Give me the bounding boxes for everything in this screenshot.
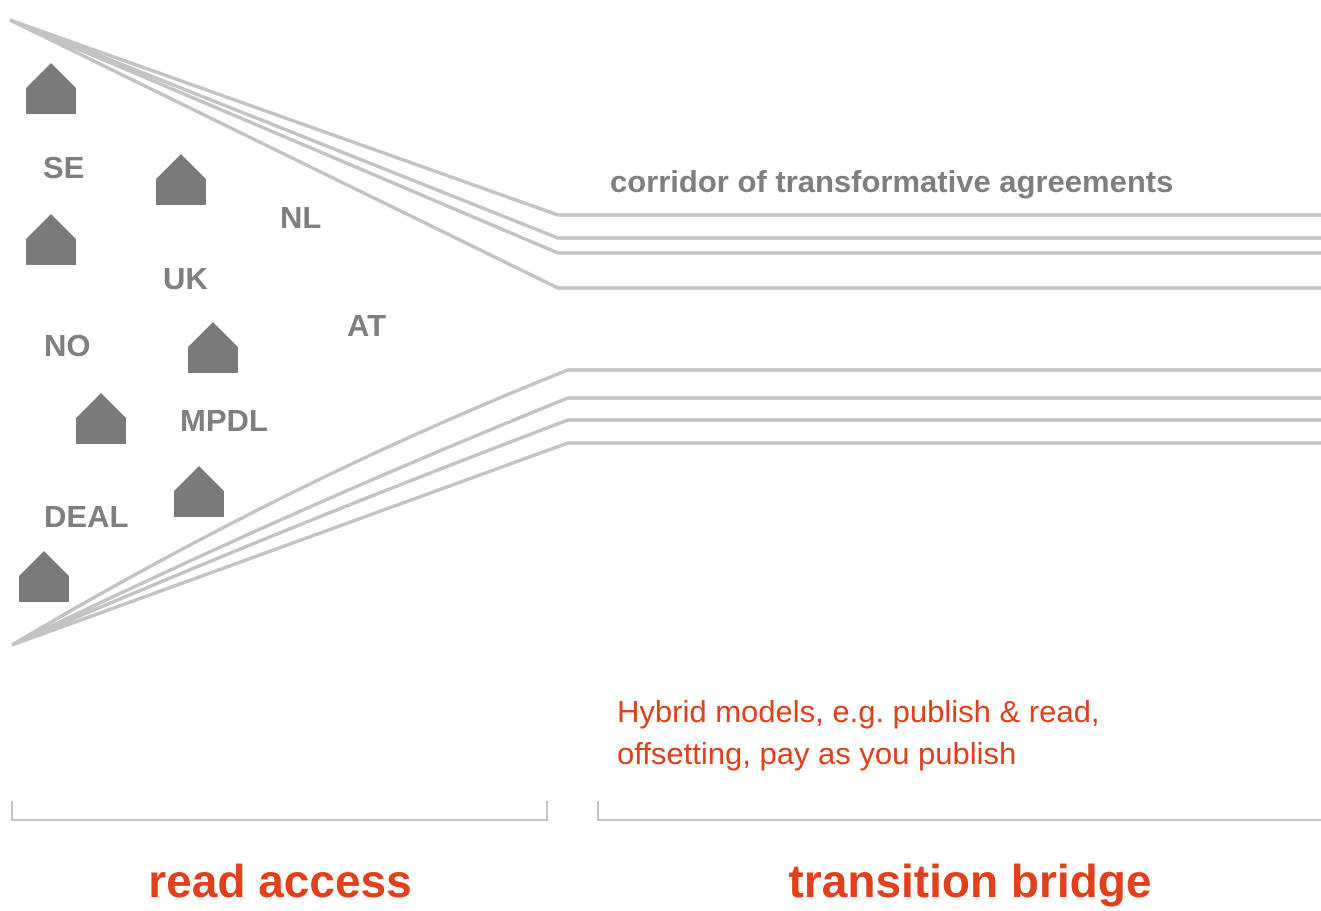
- house-icons: [19, 63, 238, 602]
- read-access-title: read access: [148, 855, 412, 907]
- country-label-se: SE: [43, 150, 85, 185]
- upper-funnel-lines: [9, 18, 1321, 290]
- country-label-uk: UK: [163, 261, 208, 296]
- upper-line-1: [9, 18, 1321, 217]
- bottom-brackets: [11, 801, 1321, 821]
- house-icon: [174, 466, 224, 517]
- upper-line-2: [9, 18, 1321, 240]
- upper-line-3: [9, 18, 1321, 255]
- lower-funnel-lines: [11, 368, 1321, 647]
- lower-line-2: [11, 396, 1321, 647]
- upper-line-4: [9, 18, 1321, 290]
- country-label-no: NO: [44, 328, 91, 363]
- hybrid-note-line-1: Hybrid models, e.g. publish & read,: [617, 694, 1100, 729]
- house-icon: [188, 322, 238, 373]
- country-label-deal: DEAL: [44, 499, 129, 534]
- house-icon: [156, 154, 206, 205]
- read-access-bracket: [11, 801, 548, 821]
- country-label-at: AT: [347, 308, 387, 343]
- country-label-nl: NL: [280, 200, 322, 235]
- hybrid-models-note: Hybrid models, e.g. publish & read, offs…: [617, 691, 1099, 775]
- lower-line-1: [11, 368, 1321, 647]
- hybrid-note-line-2: offsetting, pay as you publish: [617, 736, 1017, 771]
- transition-bridge-bracket: [597, 801, 1321, 821]
- lower-line-3: [11, 418, 1321, 647]
- house-icon: [26, 63, 76, 114]
- lower-line-4: [11, 441, 1321, 647]
- country-label-mpdl: MPDL: [180, 403, 268, 438]
- house-icon: [76, 393, 126, 444]
- transition-bridge-title: transition bridge: [788, 855, 1152, 907]
- house-icon: [26, 214, 76, 265]
- corridor-label: corridor of transformative agreements: [610, 164, 1174, 199]
- house-icon: [19, 551, 69, 602]
